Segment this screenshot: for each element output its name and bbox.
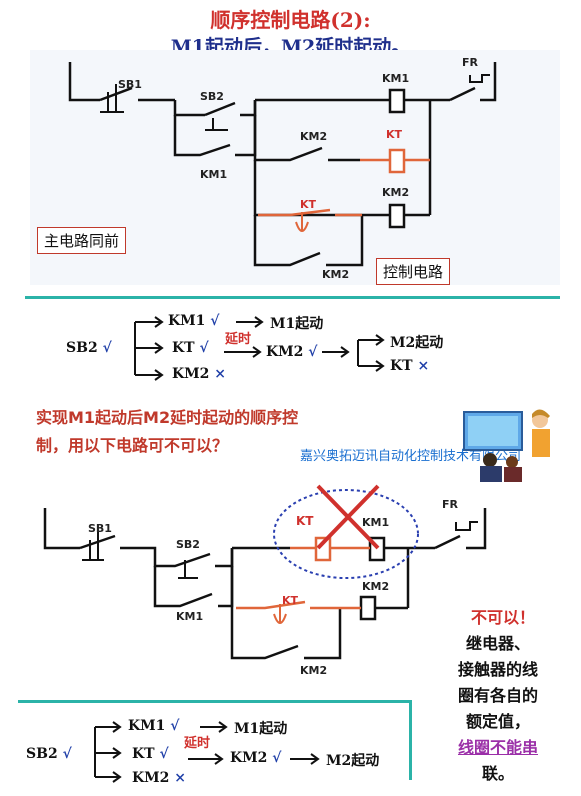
sb2-button-2 (178, 560, 198, 579)
flow1-m1: M1起动 (270, 316, 324, 332)
label-km2-coil-2: KM2 (362, 580, 390, 593)
section-divider (25, 296, 560, 299)
label-kt-contact-2: KT (282, 594, 299, 607)
flow1-kt: KT √ (172, 340, 209, 356)
km2-contact (253, 100, 360, 162)
sb2-contact (204, 101, 236, 117)
km2-bottom-contact (253, 215, 364, 267)
flow2-m1: M1起动 (234, 721, 288, 737)
label-km1-aux-2: KM1 (176, 610, 204, 623)
kt-timed-contact-2 (236, 600, 306, 610)
kt-timer-symbol-2 (273, 604, 287, 624)
label-sb2-2: SB2 (176, 538, 200, 551)
flow-diagram-1 (134, 316, 385, 381)
company-watermark: 嘉兴奥拓迈讯自动化控制技术有限公司 (300, 449, 522, 464)
kt-coil (388, 148, 406, 174)
flow2-m2: M2起动 (326, 753, 380, 769)
flow2-km1: KM1 √ (128, 718, 180, 734)
label-km1-coil: KM1 (382, 72, 410, 85)
question-line1: 实现M1起动后M2延时起动的顺序控 (36, 408, 299, 427)
fr-symbol (469, 74, 490, 83)
km2-bottom-contact-2 (230, 548, 342, 660)
answer-line2: 接触器的线 (457, 660, 538, 679)
sb1-button (100, 84, 124, 113)
label-fr: FR (462, 56, 478, 69)
presentation-illustration (463, 409, 550, 482)
control-circuit-diagram-1 (30, 50, 560, 285)
label-km1-coil-2: KM1 (362, 516, 390, 529)
flow2-delay: 延时 (184, 736, 211, 751)
left-rail-wire (68, 62, 100, 102)
flow2-km2-bottom: KM2 × (132, 770, 187, 786)
label-sb1-2: SB1 (88, 522, 112, 535)
flow2-km2-mid: KM2 √ (230, 750, 282, 766)
answer-line3: 圈有各自的 (457, 686, 538, 705)
flow1-delay: 延时 (225, 332, 252, 347)
series-coils-highlight (273, 489, 419, 579)
sb2-button (205, 118, 228, 131)
fr-contact-2 (434, 508, 487, 550)
flow1-km2-bottom: KM2 × (172, 366, 227, 382)
label-sb1: SB1 (118, 78, 142, 91)
km2-coil (388, 203, 406, 229)
label-km2-coil: KM2 (382, 186, 410, 199)
label-km2-contact: KM2 (300, 130, 328, 143)
flow1-kt-off: KT × (390, 358, 430, 374)
main-circuit-note: 主电路同前 (37, 227, 127, 254)
label-sb2: SB2 (200, 90, 224, 103)
answer-no: 不可以！ (470, 608, 535, 627)
flow2-kt: KT √ (132, 746, 169, 762)
flow1-m2: M2起动 (390, 335, 444, 351)
control-circuit-note: 控制电路 (376, 258, 451, 285)
answer-line4: 额定值， (465, 712, 530, 731)
flow1-km1: KM1 √ (168, 313, 220, 329)
flow1-sb2: SB2 √ (66, 340, 112, 356)
flow2-sb2: SB2 √ (26, 746, 72, 762)
fr-symbol-2 (455, 521, 478, 531)
label-kt-contact: KT (300, 198, 317, 211)
red-x-mark (316, 484, 380, 550)
km1-aux-contact-2 (153, 566, 234, 608)
flow1-km2-mid: KM2 √ (266, 344, 318, 360)
answer-line6: 联。 (481, 764, 514, 783)
kt-timer-symbol (295, 212, 309, 232)
label-kt-coil-2: KT (296, 514, 314, 528)
label-kt-coil: KT (386, 128, 403, 141)
answer-line1: 继电器、 (465, 634, 530, 653)
flow2-top-border (18, 700, 412, 703)
flow-diagram-2 (94, 721, 320, 783)
label-km2-bottom-2: KM2 (300, 664, 328, 677)
fr-contact (449, 62, 497, 102)
label-fr-2: FR (442, 498, 458, 511)
label-km1-aux: KM1 (200, 168, 228, 181)
sb1-button-2 (82, 530, 104, 561)
kt-timed-contact (258, 208, 331, 217)
question-line2: 制，用以下电路可不可以？ (36, 436, 229, 455)
page-title: 顺序控制电路(2): (210, 8, 371, 32)
km2-coil-2 (359, 595, 377, 621)
answer-line5: 线圈不能串 (457, 738, 538, 757)
control-circuit-diagram-2 (43, 484, 487, 660)
label-km2-bottom: KM2 (322, 268, 350, 281)
flow2-right-border (409, 700, 412, 780)
km1-coil (388, 88, 406, 114)
